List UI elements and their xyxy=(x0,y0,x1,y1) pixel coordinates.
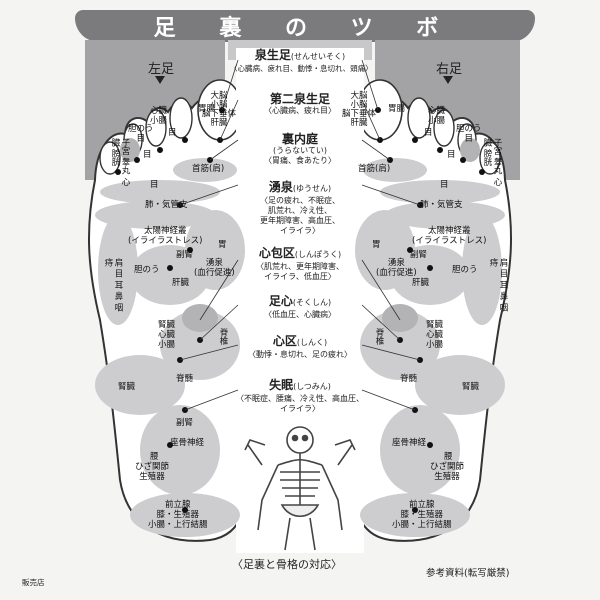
left-label-knee: ひざ関節生殖器 xyxy=(135,462,170,482)
point-rinaitei: 裏内庭 (うらないてい) 〈胃痛、食あたり〉 xyxy=(264,132,336,165)
left-label-liver: 肝臓 xyxy=(172,278,190,288)
left-label-prostate: 前立腺膝・生殖器小腸・上行結腸 xyxy=(148,500,208,530)
right-arrow-icon xyxy=(443,76,453,84)
left-label-neck: 首筋(肩) xyxy=(192,164,225,174)
left-foot-label: 左足 xyxy=(148,62,175,77)
left-label-waist: 腰 xyxy=(150,452,159,462)
left-label-toe4: 胆のう目 xyxy=(128,124,154,144)
left-label-spine: 脊椎 xyxy=(218,328,228,345)
right-toe-3 xyxy=(433,109,455,147)
skeleton-caption: 〈足裏と骨格の対応〉 xyxy=(232,558,342,571)
point-shinpoku: 心包区(しんぽうく) 〈肌荒れ、更年期障害、 イライラ、低血圧〉 xyxy=(255,246,345,281)
right-reflex-zones xyxy=(355,158,505,537)
right-foot-label: 右足 xyxy=(436,62,463,77)
left-label-ear: 肩 目 耳 鼻 咽 痔 xyxy=(103,258,123,312)
right-label-uterus: 子宮 睾丸 心臓 膀胱 xyxy=(482,138,502,186)
right-label-knee: ひざ関節生殖器 xyxy=(430,462,465,482)
right-label-lung: 肺・気管支 xyxy=(420,200,463,210)
left-label-gall: 胆のう xyxy=(134,265,160,275)
left-label-eye2: 目 xyxy=(143,150,152,160)
reference-note: 参考資料(転写厳禁) xyxy=(426,568,510,579)
point-yusen: 湧泉(ゆうせん) 〈足の疲れ、不眠症、 肌荒れ、冷え性、 更年期障害、高血圧、 … xyxy=(259,180,341,235)
left-toe-2 xyxy=(169,97,193,139)
left-label-eye1: 目 xyxy=(168,128,177,138)
left-label-kidney: 腎臓 xyxy=(118,382,136,392)
right-label-waist: 腰 xyxy=(444,452,453,462)
right-label-gall: 胆のう xyxy=(452,265,478,275)
right-label-eye1: 目 xyxy=(424,128,433,138)
point-daini: 第二泉生足 〈心臓病、疲れ目〉 xyxy=(264,92,336,115)
right-label-solar: 太陽神経叢(イライラストレス) xyxy=(412,226,487,246)
left-label-sub-kidney2: 副腎 xyxy=(176,418,194,428)
point-sokushin: 足心(そくしん) 〈低血圧、心臓病〉 xyxy=(264,294,336,319)
title-bar: 足 裏 の ツ ボ xyxy=(75,10,535,42)
seller-label: 販売店 xyxy=(22,578,45,587)
right-label-spinal: 脊髄 xyxy=(400,374,418,384)
left-label-spinal: 脊髄 xyxy=(176,374,194,384)
page-title: 足 裏 の ツ ボ xyxy=(153,16,457,41)
left-label-lung: 肺・気管支 xyxy=(145,200,188,210)
left-label-stomach-toe: 胃腸 xyxy=(198,104,216,114)
right-label-ear: 肩 目 耳 鼻 咽 痔 xyxy=(488,258,508,312)
left-label-brain: 大脳小脳 脳下垂体肝臓 xyxy=(202,91,237,128)
right-toe-2 xyxy=(407,97,431,139)
point-shitsumin: 失眠(しつみん) 〈不眠症、腰痛、冷え性、高血圧、 イライラ〉 xyxy=(236,378,364,413)
right-toe-5 xyxy=(479,141,501,175)
right-label-neck: 首筋(肩) xyxy=(358,164,391,174)
right-label-kidney-flow: 湧泉(血行促進) xyxy=(376,258,417,278)
right-label-sub-kidney: 副腎 xyxy=(410,250,428,260)
left-label-stomach: 胃 xyxy=(218,240,227,250)
right-label-stomach-toe: 胃腸 xyxy=(388,104,406,114)
skeleton-figure xyxy=(244,426,356,551)
right-label-sciatic: 座骨神経 xyxy=(392,438,427,448)
right-label-prostate: 前立腺膝・生殖器小腸・上行結腸 xyxy=(392,500,452,530)
left-label-eye3: 目 xyxy=(150,180,159,190)
left-toe-5 xyxy=(99,141,121,175)
left-label-sciatic: 座骨神経 xyxy=(170,438,205,448)
left-label-kidney-heart: 腎臓心臓小腸 xyxy=(158,320,176,350)
right-label-toe4: 胆のう目 xyxy=(456,124,482,144)
connector-lines xyxy=(179,59,421,411)
left-toe-3 xyxy=(145,109,167,147)
right-label-spine: 脊椎 xyxy=(374,328,384,345)
left-reflex-zones-dark xyxy=(120,138,218,332)
right-label-liver: 肝臓 xyxy=(412,278,430,288)
right-label-stomach: 胃 xyxy=(372,240,381,250)
right-label-eye2: 目 xyxy=(447,150,456,160)
left-label-uterus: 子宮 睾丸 心臓 膀胱 xyxy=(110,138,130,186)
left-arrow-icon xyxy=(155,76,165,84)
right-label-eye3: 目 xyxy=(440,180,449,190)
left-label-sub-kidney: 副腎 xyxy=(176,250,194,260)
right-label-kidney: 腎臓 xyxy=(462,382,480,392)
left-label-solar: 太陽神経叢(イライラストレス) xyxy=(128,226,203,246)
left-label-kidney-flow: 湧泉(血行促進) xyxy=(194,258,235,278)
right-label-brain: 大脳小脳 脳下垂体肝臓 xyxy=(342,91,377,128)
right-label-heart-small: 心臓小腸 xyxy=(428,106,446,126)
right-reflex-zones-dark xyxy=(382,138,480,332)
point-shinku: 心区(しんく) 〈動悸・息切れ、足の疲れ〉 xyxy=(247,334,353,359)
left-label-heart-small: 心臓小腸 xyxy=(150,106,168,126)
point-sensei: 泉生足(せんせいそく) 〈心臓病、疲れ目、動悸・息切れ、頭痛〉 xyxy=(230,48,373,73)
right-label-kidney-heart: 腎臓心臓小腸 xyxy=(426,320,444,350)
